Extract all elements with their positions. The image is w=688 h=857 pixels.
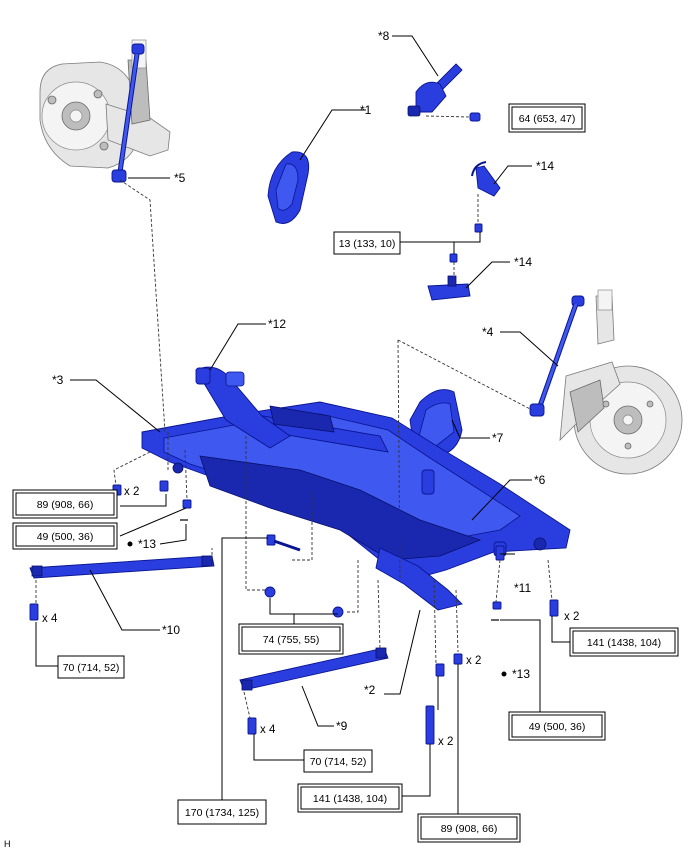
assembly-guides: [35, 115, 553, 719]
torque-box-89-left: 89 (908, 66): [12, 489, 118, 519]
torque-box-70-center: 70 (714, 52): [303, 749, 373, 773]
svg-text:49 (500, 36): 49 (500, 36): [37, 531, 94, 543]
leader-lines: [35, 35, 572, 820]
label-part-13-left: *13: [138, 537, 156, 551]
stabilizer-link-right: [529, 295, 585, 417]
torque-box-64: 64 (653, 47): [508, 103, 586, 133]
svg-text:74 (755, 55): 74 (755, 55): [263, 634, 320, 646]
label-part-14-lower: *14: [514, 255, 532, 269]
torque-box-70-left: 70 (714, 52): [57, 655, 125, 679]
bolt-13: [449, 223, 483, 263]
precoat-dot-right: [501, 671, 507, 677]
multiplier-x4-center: x 4: [260, 724, 276, 736]
multiplier-x2-lower: x 2: [466, 655, 481, 667]
bolt-64: [469, 112, 481, 122]
label-part-8: *8: [378, 29, 390, 43]
torque-box-49-right: 49 (500, 36): [508, 711, 606, 741]
svg-text:13 (133, 10): 13 (133, 10): [339, 238, 396, 250]
svg-text:89 (908, 66): 89 (908, 66): [37, 499, 94, 511]
label-part-9: *9: [336, 719, 348, 733]
label-part-14-upper: *14: [536, 159, 554, 173]
svg-text:89 (908, 66): 89 (908, 66): [441, 823, 498, 835]
suspension-crossmember: [141, 366, 571, 611]
label-part-12: *12: [268, 317, 286, 331]
svg-text:170 (1734, 125): 170 (1734, 125): [185, 807, 259, 819]
stabilizer-link-left: [111, 43, 145, 183]
figure-code: H: [4, 839, 11, 849]
label-part-11: *11: [514, 581, 531, 595]
svg-text:141 (1438, 104): 141 (1438, 104): [313, 793, 387, 805]
bolt-70-center: [247, 717, 257, 735]
bolt-11: [495, 545, 505, 561]
bolt-89-left: [112, 480, 169, 496]
svg-text:141 (1438, 104): 141 (1438, 104): [587, 637, 661, 649]
label-part-10: *10: [162, 623, 180, 637]
multiplier-x4-left: x 4: [42, 613, 58, 625]
bolt-70-left: [29, 603, 39, 621]
torque-box-141-right: 141 (1438, 104): [569, 627, 679, 657]
multiplier-x2-bottom: x 2: [438, 736, 453, 748]
label-part-3: *3: [52, 373, 64, 387]
multiplier-x2-left: x 2: [124, 486, 139, 498]
label-part-2: *2: [364, 683, 376, 697]
label-part-4: *4: [482, 325, 494, 339]
part-10-brace: [29, 555, 215, 579]
svg-text:70 (714, 52): 70 (714, 52): [310, 756, 367, 768]
svg-text:70 (714, 52): 70 (714, 52): [63, 662, 120, 674]
part-9-brace: [239, 647, 389, 691]
torque-box-141-lower: 141 (1438, 104): [297, 783, 403, 813]
precoat-dot-left: [127, 541, 133, 547]
part-8-shaft: [407, 63, 463, 117]
svg-text:64 (653, 47): 64 (653, 47): [519, 113, 576, 125]
knuckle-left: [39, 39, 171, 169]
knuckle-right: [559, 289, 683, 475]
torque-box-49-left: 49 (500, 36): [12, 522, 118, 550]
torque-box-13: 13 (133, 10): [333, 231, 401, 255]
nut-74: [264, 586, 344, 618]
label-part-6: *6: [534, 473, 546, 487]
multiplier-x2-right: x 2: [564, 611, 579, 623]
part-1-insulator: [267, 151, 310, 224]
bolt-170: [266, 534, 301, 552]
torque-box-89-right: 89 (908, 66): [417, 813, 521, 843]
svg-text:49 (500, 36): 49 (500, 36): [529, 721, 586, 733]
label-part-1: *1: [360, 103, 372, 117]
bolt-141-right: [549, 599, 559, 617]
part-14-upper: [471, 161, 501, 197]
label-part-7: *7: [492, 431, 504, 445]
part-14-lower: [427, 275, 471, 301]
torque-box-74: 74 (755, 55): [238, 623, 344, 655]
nut-49-left: [182, 499, 192, 509]
torque-box-170: 170 (1734, 125): [177, 799, 267, 825]
bolt-141-lower: [425, 705, 435, 745]
label-part-13-right: *13: [512, 667, 530, 681]
nut-49-right: [491, 601, 502, 621]
label-part-5: *5: [174, 171, 186, 185]
